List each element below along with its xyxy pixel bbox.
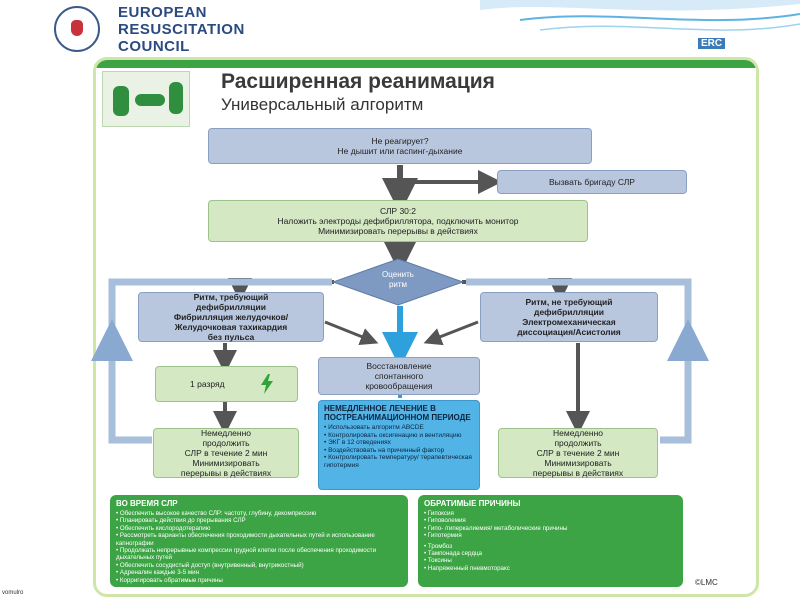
non-shockable-line-4: диссоциация/Асистолия xyxy=(517,327,621,337)
during-cpr-item: Обеспечить кислородотерапию xyxy=(116,525,402,532)
rosc-line-1: Восстановление xyxy=(366,361,432,371)
during-cpr-title: ВО ВРЕМЯ СЛР xyxy=(116,499,178,508)
reversible-list: Гипоксия Гиповолемия Гипо- /гиперкалиеми… xyxy=(424,510,677,572)
diamond-assess-rhythm xyxy=(332,258,464,306)
lightning-icon xyxy=(261,374,273,394)
panel-reversible-causes: ОБРАТИМЫЕ ПРИЧИНЫ Гипоксия Гиповолемия Г… xyxy=(418,495,683,587)
erc-tag: ERC xyxy=(698,38,726,49)
poster-subtitle: Универсальный алгоритм xyxy=(221,95,424,114)
box-unresponsive: Не реагирует? Не дышит или гаспинг-дыхан… xyxy=(208,128,592,164)
resume-left-line-1: Немедленно xyxy=(200,428,251,438)
non-shockable-line-3: Электромеханическая xyxy=(522,317,616,327)
unresponsive-line-1: Не реагирует? xyxy=(371,136,429,146)
assess-rhythm-line-2: ритм xyxy=(388,280,408,289)
resume-right-line-1: Немедленно xyxy=(552,428,603,438)
during-cpr-item: Корригировать обратимые причины xyxy=(116,577,402,584)
rescuers-illustration xyxy=(102,71,190,127)
org-name: EUROPEAN RESUSCITATION COUNCIL xyxy=(118,4,245,55)
resume-right-line-2: продолжить xyxy=(554,438,602,448)
post-item: Воздействовать на причинный фактор xyxy=(324,447,474,455)
during-cpr-item: Продолжать непрерывные компрессии грудно… xyxy=(116,547,402,562)
post-item: ЭКГ в 12 отведениях xyxy=(324,439,474,447)
box-post-resuscitation: НЕМЕДЛЕННОЕ ЛЕЧЕНИЕ В ПОСТРЕАНИМАЦИОННОМ… xyxy=(318,400,480,490)
shockable-line-2: дефибрилляции xyxy=(196,302,266,312)
during-cpr-item: Обеспечить высокое качество СЛР: частоту… xyxy=(116,510,402,517)
shockable-line-1: Ритм, требующий xyxy=(193,292,269,302)
poster-top-bar xyxy=(96,60,756,68)
org-line-2: RESUSCITATION xyxy=(118,21,245,38)
reversible-item: Гипотермия xyxy=(424,532,677,539)
post-item: Контролировать оксигенацию и вентиляцию xyxy=(324,432,474,440)
during-cpr-item: Обеспечить сосудистый доступ (внутривенн… xyxy=(116,562,402,569)
box-resume-right: Немедленно продолжить СЛР в течение 2 ми… xyxy=(498,428,658,478)
resume-left-line-4: Минимизировать xyxy=(192,458,260,468)
non-shockable-line-2: дефибрилляции xyxy=(534,307,604,317)
resume-right-line-3: СЛР в течение 2 мин xyxy=(536,448,620,458)
post-resuscitation-title: НЕМЕДЛЕННОЕ ЛЕЧЕНИЕ В ПОСТРЕАНИМАЦИОННОМ… xyxy=(324,404,471,422)
reversible-item: Напряженный пневмоторакс xyxy=(424,565,677,572)
reversible-title: ОБРАТИМЫЕ ПРИЧИНЫ xyxy=(424,499,521,508)
box-non-shockable: Ритм, не требующий дефибрилляции Электро… xyxy=(480,292,658,342)
copyright: ©LMC xyxy=(695,578,718,587)
post-item: Контролировать температуру/ терапевтичес… xyxy=(324,454,474,469)
reversible-item: Тромбоз xyxy=(424,543,677,550)
org-line-3: COUNCIL xyxy=(118,38,190,55)
during-cpr-list: Обеспечить высокое качество СЛР: частоту… xyxy=(116,510,402,584)
shockable-line-5: без пульса xyxy=(207,332,255,342)
decorative-wave xyxy=(480,0,800,31)
reversible-item: Тампонада сердца xyxy=(424,550,677,557)
shockable-line-4: Желудочковая тахикардия xyxy=(174,322,288,332)
poster-title: Расширенная реанимация xyxy=(221,70,495,93)
reversible-item: Токсины xyxy=(424,557,677,564)
footer-tag: vomulro xyxy=(2,590,24,596)
assess-rhythm-label: Оценить ритм xyxy=(332,270,464,290)
resume-right-line-5: перерывы в действиях xyxy=(532,468,624,478)
during-cpr-item: Планировать действия до прерывания СЛР xyxy=(116,517,402,524)
during-cpr-item: Адреналин каждые 3-5 мин xyxy=(116,569,402,576)
non-shockable-line-1: Ритм, не требующий xyxy=(525,297,613,307)
one-shock-label: 1 разряд xyxy=(190,379,225,389)
rosc-line-2: спонтанного xyxy=(374,371,424,381)
assess-rhythm-line-1: Оценить xyxy=(382,270,414,279)
erc-logo-icon xyxy=(54,6,100,52)
cpr-line-1: СЛР 30:2 xyxy=(379,206,416,216)
resume-left-line-5: перерывы в действиях xyxy=(180,468,272,478)
box-call-team: Вызвать бригаду СЛР xyxy=(497,170,687,194)
box-one-shock: 1 разряд xyxy=(155,366,298,402)
box-shockable: Ритм, требующий дефибрилляции Фибрилляци… xyxy=(138,292,324,342)
org-line-1: EUROPEAN xyxy=(118,4,208,21)
box-resume-left: Немедленно продолжить СЛР в течение 2 ми… xyxy=(153,428,299,478)
unresponsive-line-2: Не дышит или гаспинг-дыхание xyxy=(337,146,463,156)
resume-left-line-3: СЛР в течение 2 мин xyxy=(184,448,268,458)
shockable-line-3: Фибрилляция желудочков/ xyxy=(173,312,289,322)
post-resuscitation-list: Использовать алгоритм ABCDE Контролирова… xyxy=(324,424,474,469)
rosc-line-3: кровообращения xyxy=(365,381,433,391)
cpr-line-3: Минимизировать перерывы в действиях xyxy=(318,226,478,236)
panel-during-cpr: ВО ВРЕМЯ СЛР Обеспечить высокое качество… xyxy=(110,495,408,587)
resume-left-line-2: продолжить xyxy=(202,438,250,448)
post-item: Использовать алгоритм ABCDE xyxy=(324,424,474,432)
reversible-item: Гипо- /гиперкалиемия/ метаболические при… xyxy=(424,525,677,532)
box-cpr: СЛР 30:2 Наложить электроды дефибриллято… xyxy=(208,200,588,242)
cpr-line-2: Наложить электроды дефибриллятора, подкл… xyxy=(277,216,519,226)
reversible-item: Гиповолемия xyxy=(424,517,677,524)
during-cpr-item: Рассмотреть варианты обеспечения проходи… xyxy=(116,532,402,547)
reversible-item: Гипоксия xyxy=(424,510,677,517)
box-rosc: Восстановление спонтанного кровообращени… xyxy=(318,357,480,395)
call-team-label: Вызвать бригаду СЛР xyxy=(549,177,635,187)
resume-right-line-4: Минимизировать xyxy=(544,458,612,468)
